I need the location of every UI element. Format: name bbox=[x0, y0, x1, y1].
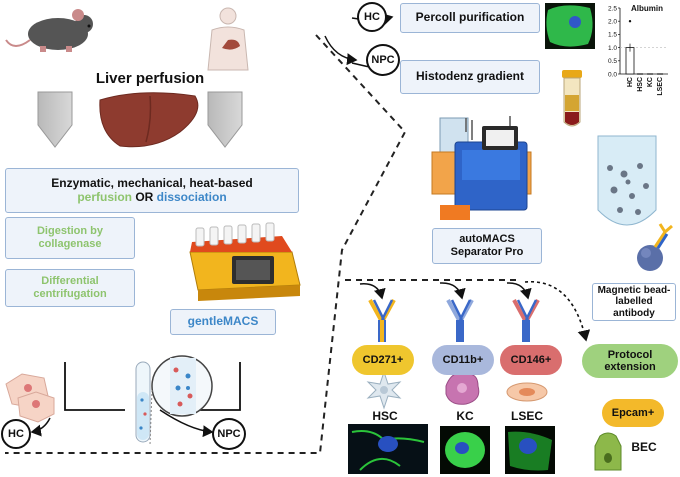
method-box: Enzymatic, mechanical, heat-based perfus… bbox=[5, 168, 299, 213]
albumin-chart-title: Albumin bbox=[631, 4, 663, 13]
test-tube-icon bbox=[135, 361, 151, 443]
automacs-box: autoMACS Separator Pro bbox=[432, 228, 542, 264]
kc-image bbox=[440, 426, 490, 474]
cd271-badge: CD271+ bbox=[352, 345, 414, 375]
funnel-right bbox=[207, 91, 243, 148]
automacs-device bbox=[431, 116, 532, 220]
method-perfusion: perfusion bbox=[77, 189, 132, 204]
bec-label: BEC bbox=[631, 440, 657, 454]
albumin-y-tick-label: 2.5 bbox=[608, 5, 617, 12]
lsec-cell-icon bbox=[506, 382, 548, 402]
bead-tube-icon bbox=[597, 135, 657, 226]
histodenz-tube-icon bbox=[562, 70, 582, 127]
protocol-arrow bbox=[524, 281, 591, 342]
method-or: OR bbox=[131, 189, 157, 204]
human-icon bbox=[207, 7, 249, 71]
kc-label: KC bbox=[456, 409, 474, 423]
histodenz-box: Histodenz gradient bbox=[400, 60, 540, 94]
lsec-label: LSEC bbox=[510, 409, 543, 423]
albumin-x-tick-label: HSC bbox=[637, 77, 644, 92]
albumin-x-tick-label: HC bbox=[627, 77, 634, 87]
hepatocyte-image bbox=[545, 3, 595, 49]
arrow-cd271 bbox=[359, 283, 386, 300]
gentlemacs-box: gentleMACS bbox=[170, 309, 276, 335]
albumin-x-tick-label: KC bbox=[647, 77, 654, 87]
protocol-extension-badge: Protocol extension bbox=[582, 344, 678, 378]
npc-circle-bottom: NPC bbox=[212, 418, 246, 450]
albumin-y-tick-label: 2.0 bbox=[608, 19, 617, 26]
mouse-icon bbox=[5, 9, 93, 52]
cd146-badge: CD146+ bbox=[500, 345, 562, 375]
hc-arrow bbox=[30, 417, 51, 437]
divider-lines bbox=[5, 34, 520, 454]
percoll-box: Percoll purification bbox=[400, 3, 540, 33]
kc-cell-icon bbox=[445, 372, 480, 405]
hsc-cell-icon bbox=[366, 370, 402, 410]
method-line-2: perfusion OR dissociation bbox=[77, 189, 227, 205]
antibody-cd271-icon bbox=[368, 299, 396, 342]
bead-antibody-icon bbox=[637, 223, 673, 271]
albumin-y-tick-label: 1.0 bbox=[608, 45, 617, 52]
epcam-badge: Epcam+ bbox=[602, 399, 664, 427]
npc-arrow bbox=[159, 409, 214, 438]
bec-cell-icon bbox=[594, 432, 622, 471]
bottom-left-brackets bbox=[64, 362, 241, 411]
albumin-y-tick-label: 0.0 bbox=[608, 71, 617, 78]
cd11b-badge: CD11b+ bbox=[432, 345, 494, 375]
magnifier-circle bbox=[149, 355, 213, 446]
hsc-label: HSC bbox=[372, 409, 398, 423]
funnel-left bbox=[37, 91, 73, 148]
albumin-y-tick-label: 0.5 bbox=[608, 58, 617, 65]
gentlemacs-device bbox=[189, 222, 301, 301]
digestion-box: Digestion by collagenase bbox=[5, 217, 135, 259]
npc-circle-top: NPC bbox=[366, 44, 400, 76]
hc-circle-bottom: HC bbox=[1, 419, 31, 449]
antibody-cd11b-icon bbox=[446, 299, 474, 342]
liver-icon bbox=[99, 92, 199, 148]
albumin-y-tick-label: 1.5 bbox=[608, 32, 617, 39]
hsc-image bbox=[348, 424, 428, 474]
method-line-1: Enzymatic, mechanical, heat-based bbox=[51, 175, 253, 190]
differential-box: Differential centrifugation bbox=[5, 269, 135, 307]
curve-arrow bbox=[324, 35, 358, 66]
magnetic-box: Magnetic bead-labelled antibody bbox=[592, 283, 676, 321]
hc-circle-top: HC bbox=[357, 2, 387, 32]
method-dissociation: dissociation bbox=[156, 189, 227, 204]
arrow-cd146 bbox=[506, 282, 532, 300]
liver-perfusion-title: Liver perfusion bbox=[95, 70, 205, 87]
lsec-image bbox=[505, 426, 555, 474]
albumin-outlier-point bbox=[628, 20, 632, 23]
albumin-x-tick-label: LSEC bbox=[657, 77, 664, 96]
antibody-cd146-icon bbox=[512, 299, 540, 342]
arrow-cd11b bbox=[439, 282, 466, 300]
hepatocyte-cells-icon bbox=[5, 373, 55, 423]
